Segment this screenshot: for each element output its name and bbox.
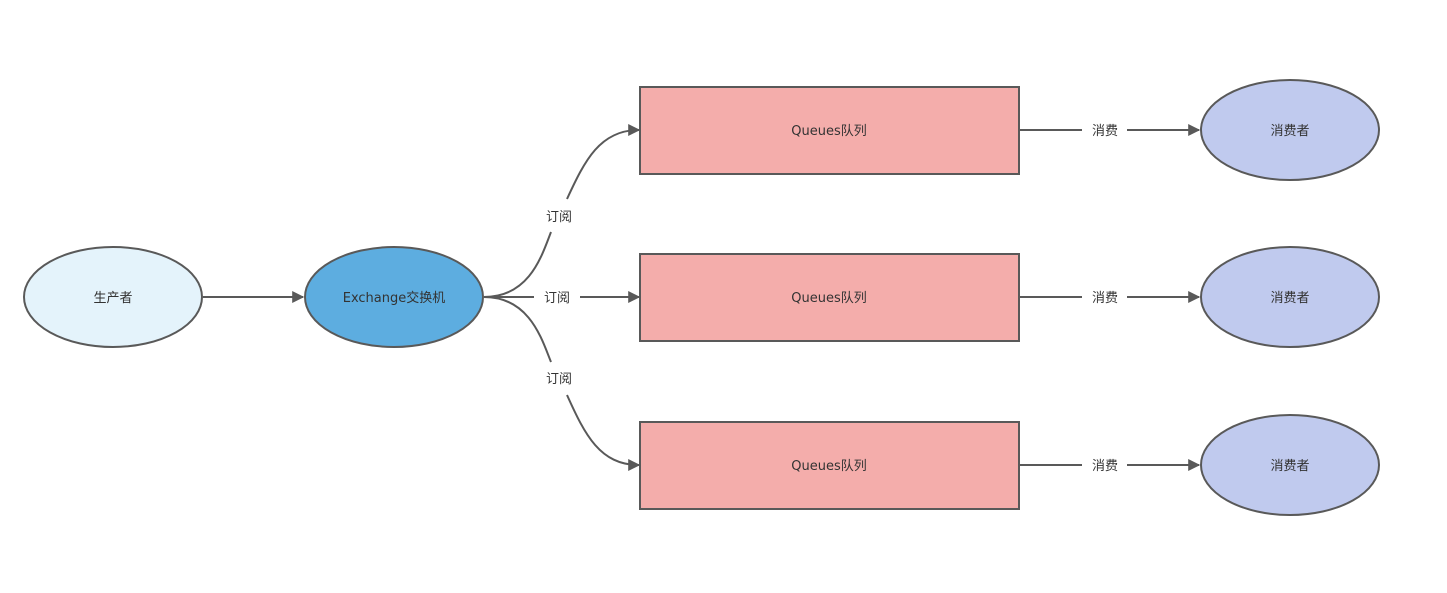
consumer-ellipse-3: [1200, 414, 1380, 516]
producer-label: 生产者: [93, 291, 132, 306]
edge-exchange-to-queue-1: [483, 231, 552, 298]
queue-node-1: Queues队列: [639, 86, 1020, 175]
consumer-node-2: 消费者: [1200, 246, 1380, 348]
subscribe-label-1: 订阅: [546, 210, 572, 225]
exchange-ellipse: [304, 246, 484, 348]
queue-rect-3: [639, 421, 1020, 510]
subscribe-label-3: 订阅: [546, 372, 572, 387]
consumer-node-3: 消费者: [1200, 414, 1380, 516]
queue-rect-1: [639, 86, 1020, 175]
producer-ellipse: [23, 246, 203, 348]
queue-node-3: Queues队列: [639, 421, 1020, 510]
exchange-label: Exchange交换机: [343, 290, 446, 306]
edge-exchange-to-queue-3-tail: [566, 394, 641, 471]
consumer-ellipse-1: [1200, 79, 1380, 181]
queue-label-3: Queues队列: [791, 459, 866, 474]
edges: [203, 124, 1201, 471]
consume-label-2: 消费: [1092, 291, 1118, 306]
consumer-label-2: 消费者: [1270, 291, 1309, 306]
edge-labels: 订阅 订阅 订阅 消费 消费 消费: [544, 124, 1118, 474]
edge-exchange-to-queue-1-tail: [566, 124, 641, 200]
consumer-ellipse-2: [1200, 246, 1380, 348]
consumer-label-3: 消费者: [1270, 459, 1309, 474]
queue-label-2: Queues队列: [791, 291, 866, 306]
edge-exchange-to-queue-3: [483, 296, 552, 363]
consumer-label-1: 消费者: [1270, 124, 1309, 139]
exchange-node: Exchange交换机: [304, 246, 484, 348]
queue-rect-2: [639, 253, 1020, 342]
subscribe-label-2: 订阅: [544, 291, 570, 306]
producer-node: 生产者: [23, 246, 203, 348]
consumer-node-1: 消费者: [1200, 79, 1380, 181]
consume-label-3: 消费: [1092, 459, 1118, 474]
queue-label-1: Queues队列: [791, 124, 866, 139]
queue-node-2: Queues队列: [639, 253, 1020, 342]
consume-label-1: 消费: [1092, 124, 1118, 139]
